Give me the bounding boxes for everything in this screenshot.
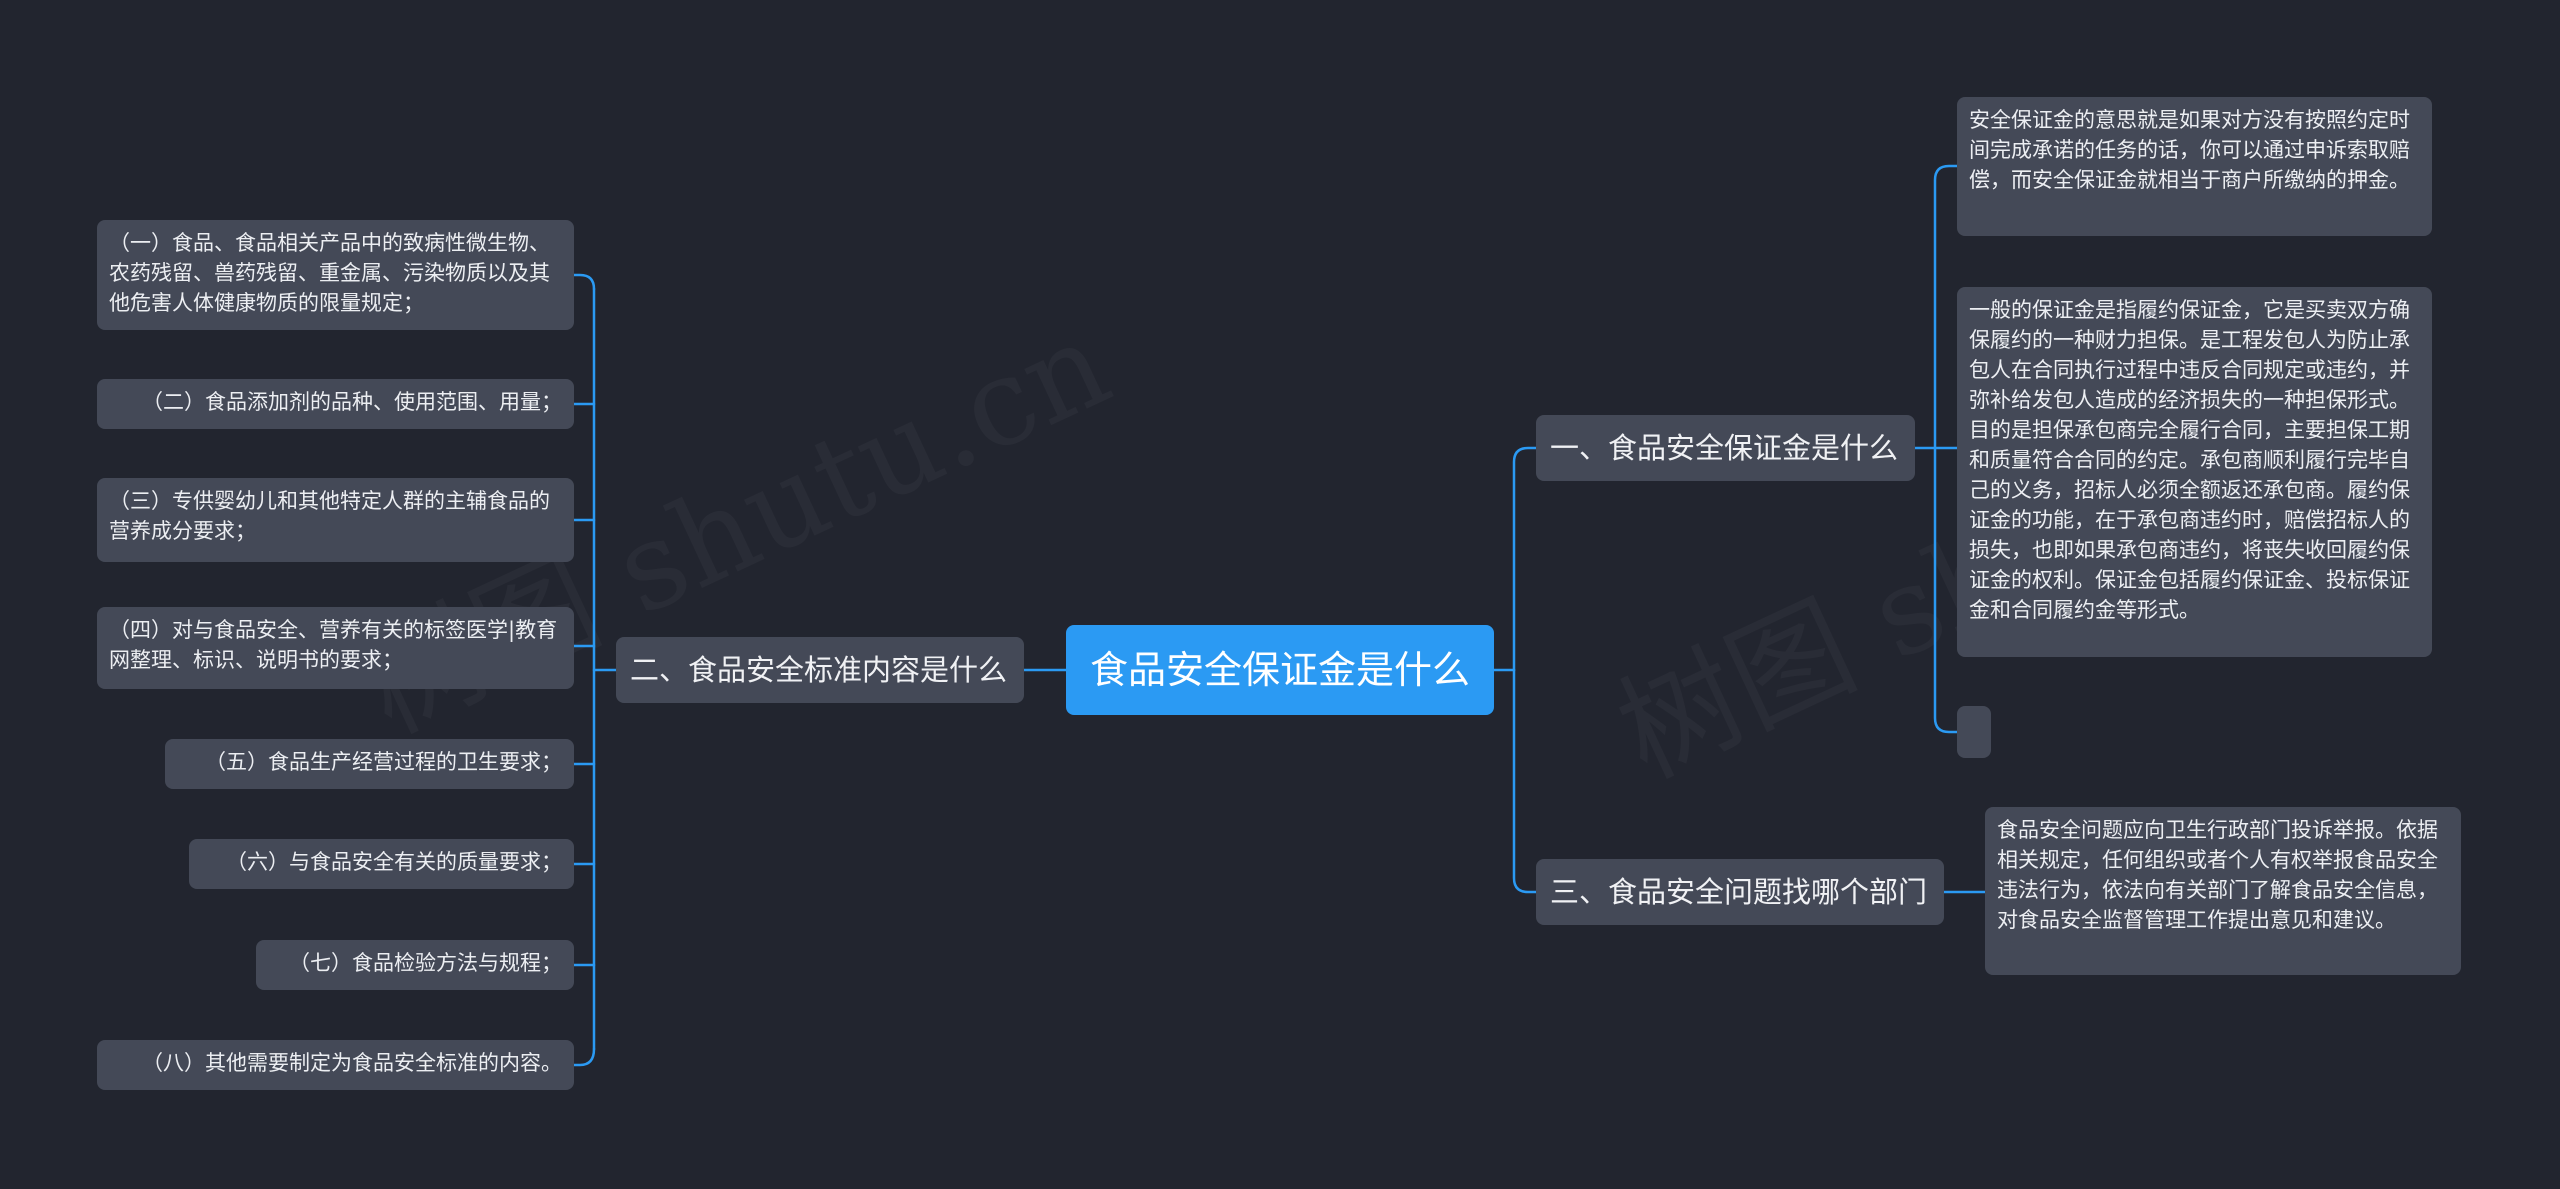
leaf-standard-7: （七）食品检验方法与规程； xyxy=(256,940,574,990)
root-topic[interactable]: 食品安全保证金是什么 xyxy=(1066,625,1494,715)
leaf-standard-2: （二）食品添加剂的品种、使用范围、用量； xyxy=(97,379,574,429)
leaf-standard-4: （四）对与食品安全、营养有关的标签医学|教育网整理、标识、说明书的要求； xyxy=(97,607,574,689)
leaf-deposit-meaning: 安全保证金的意思就是如果对方没有按照约定时间完成承诺的任务的话，你可以通过申诉索… xyxy=(1957,97,2432,236)
leaf-standard-8: （八）其他需要制定为食品安全标准的内容。 xyxy=(97,1040,574,1090)
connector-branch-2-leaf-1 xyxy=(572,273,596,291)
leaf-standard-3: （三）专供婴幼儿和其他特定人群的主辅食品的营养成分要求； xyxy=(97,478,574,562)
branch-which-department[interactable]: 三、食品安全问题找哪个部门 xyxy=(1536,859,1944,925)
leaf-standard-5: （五）食品生产经营过程的卫生要求； xyxy=(165,739,574,789)
leaf-standard-1: （一）食品、食品相关产品中的致病性微生物、农药残留、兽药残留、重金属、污染物质以… xyxy=(97,220,574,330)
leaf-performance-bond: 一般的保证金是指履约保证金，它是买卖双方确保履约的一种财力担保。是工程发包人为防… xyxy=(1957,287,2432,657)
branch-what-is-deposit[interactable]: 一、食品安全保证金是什么 xyxy=(1536,415,1915,481)
connector-root-to-branch-1 xyxy=(1512,446,1538,672)
connector-root-to-branch-3 xyxy=(1512,668,1538,894)
branch-standard-contents[interactable]: 二、食品安全标准内容是什么 xyxy=(616,637,1024,703)
leaf-empty xyxy=(1957,706,1991,758)
connector-branch-2-leaf-8 xyxy=(572,1047,596,1067)
leaf-report-department: 食品安全问题应向卫生行政部门投诉举报。依据相关规定，任何组织或者个人有权举报食品… xyxy=(1985,807,2461,975)
connector-branch-1-leaf-1 xyxy=(1933,164,1959,450)
connector-branch-1-leaf-3 xyxy=(1933,446,1959,734)
leaf-standard-6: （六）与食品安全有关的质量要求； xyxy=(189,839,574,889)
